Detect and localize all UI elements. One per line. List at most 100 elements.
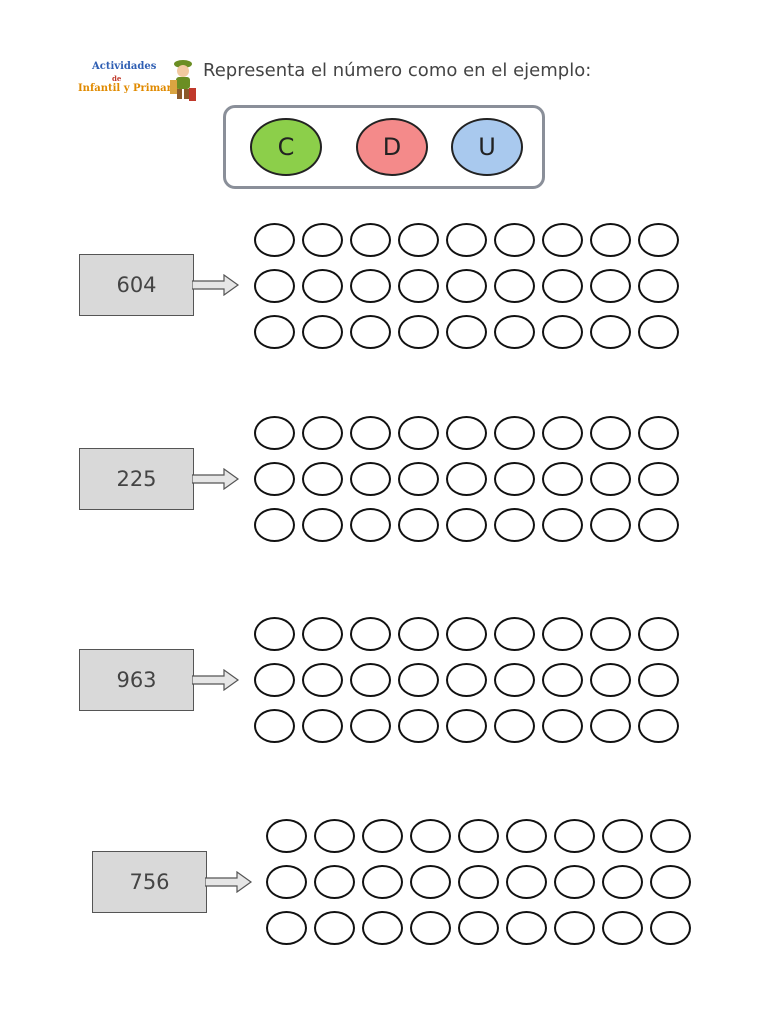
empty-circle[interactable]	[314, 819, 355, 853]
empty-circle[interactable]	[638, 508, 679, 542]
empty-circle[interactable]	[314, 865, 355, 899]
empty-circle[interactable]	[302, 462, 343, 496]
empty-circle[interactable]	[542, 617, 583, 651]
empty-circle[interactable]	[506, 911, 547, 945]
empty-circle[interactable]	[494, 709, 535, 743]
empty-circle[interactable]	[590, 508, 631, 542]
empty-circle[interactable]	[410, 911, 451, 945]
empty-circle[interactable]	[638, 709, 679, 743]
empty-circle[interactable]	[398, 709, 439, 743]
empty-circle[interactable]	[254, 416, 295, 450]
empty-circle[interactable]	[254, 315, 295, 349]
empty-circle[interactable]	[266, 865, 307, 899]
empty-circle[interactable]	[314, 911, 355, 945]
empty-circle[interactable]	[302, 617, 343, 651]
empty-circle[interactable]	[446, 663, 487, 697]
empty-circle[interactable]	[650, 865, 691, 899]
empty-circle[interactable]	[362, 911, 403, 945]
empty-circle[interactable]	[446, 269, 487, 303]
empty-circle[interactable]	[350, 462, 391, 496]
empty-circle[interactable]	[638, 663, 679, 697]
empty-circle[interactable]	[506, 819, 547, 853]
empty-circle[interactable]	[254, 617, 295, 651]
empty-circle[interactable]	[266, 911, 307, 945]
empty-circle[interactable]	[350, 508, 391, 542]
empty-circle[interactable]	[638, 416, 679, 450]
empty-circle[interactable]	[542, 663, 583, 697]
empty-circle[interactable]	[302, 709, 343, 743]
empty-circle[interactable]	[446, 315, 487, 349]
empty-circle[interactable]	[542, 508, 583, 542]
empty-circle[interactable]	[506, 865, 547, 899]
empty-circle[interactable]	[458, 911, 499, 945]
empty-circle[interactable]	[638, 617, 679, 651]
empty-circle[interactable]	[590, 269, 631, 303]
empty-circle[interactable]	[410, 865, 451, 899]
empty-circle[interactable]	[302, 663, 343, 697]
empty-circle[interactable]	[302, 416, 343, 450]
empty-circle[interactable]	[638, 462, 679, 496]
empty-circle[interactable]	[494, 617, 535, 651]
empty-circle[interactable]	[590, 416, 631, 450]
empty-circle[interactable]	[398, 269, 439, 303]
empty-circle[interactable]	[254, 462, 295, 496]
empty-circle[interactable]	[398, 315, 439, 349]
empty-circle[interactable]	[602, 865, 643, 899]
empty-circle[interactable]	[494, 269, 535, 303]
empty-circle[interactable]	[302, 315, 343, 349]
empty-circle[interactable]	[446, 617, 487, 651]
empty-circle[interactable]	[266, 819, 307, 853]
empty-circle[interactable]	[638, 315, 679, 349]
empty-circle[interactable]	[398, 508, 439, 542]
empty-circle[interactable]	[494, 663, 535, 697]
empty-circle[interactable]	[638, 223, 679, 257]
empty-circle[interactable]	[302, 508, 343, 542]
empty-circle[interactable]	[494, 416, 535, 450]
empty-circle[interactable]	[650, 911, 691, 945]
empty-circle[interactable]	[398, 223, 439, 257]
empty-circle[interactable]	[446, 416, 487, 450]
empty-circle[interactable]	[350, 223, 391, 257]
empty-circle[interactable]	[350, 416, 391, 450]
empty-circle[interactable]	[446, 223, 487, 257]
empty-circle[interactable]	[638, 269, 679, 303]
empty-circle[interactable]	[590, 663, 631, 697]
empty-circle[interactable]	[542, 269, 583, 303]
empty-circle[interactable]	[398, 416, 439, 450]
empty-circle[interactable]	[254, 269, 295, 303]
empty-circle[interactable]	[650, 819, 691, 853]
empty-circle[interactable]	[554, 911, 595, 945]
empty-circle[interactable]	[254, 663, 295, 697]
empty-circle[interactable]	[494, 508, 535, 542]
empty-circle[interactable]	[554, 819, 595, 853]
empty-circle[interactable]	[446, 508, 487, 542]
empty-circle[interactable]	[542, 416, 583, 450]
empty-circle[interactable]	[254, 709, 295, 743]
empty-circle[interactable]	[446, 462, 487, 496]
empty-circle[interactable]	[362, 865, 403, 899]
empty-circle[interactable]	[350, 617, 391, 651]
empty-circle[interactable]	[590, 462, 631, 496]
empty-circle[interactable]	[302, 269, 343, 303]
empty-circle[interactable]	[602, 819, 643, 853]
empty-circle[interactable]	[590, 315, 631, 349]
empty-circle[interactable]	[254, 223, 295, 257]
empty-circle[interactable]	[350, 269, 391, 303]
empty-circle[interactable]	[590, 617, 631, 651]
empty-circle[interactable]	[602, 911, 643, 945]
empty-circle[interactable]	[590, 223, 631, 257]
empty-circle[interactable]	[542, 709, 583, 743]
empty-circle[interactable]	[350, 709, 391, 743]
empty-circle[interactable]	[590, 709, 631, 743]
empty-circle[interactable]	[398, 462, 439, 496]
empty-circle[interactable]	[494, 315, 535, 349]
empty-circle[interactable]	[494, 223, 535, 257]
empty-circle[interactable]	[362, 819, 403, 853]
empty-circle[interactable]	[542, 462, 583, 496]
empty-circle[interactable]	[350, 315, 391, 349]
empty-circle[interactable]	[542, 315, 583, 349]
empty-circle[interactable]	[494, 462, 535, 496]
empty-circle[interactable]	[446, 709, 487, 743]
empty-circle[interactable]	[458, 865, 499, 899]
empty-circle[interactable]	[410, 819, 451, 853]
